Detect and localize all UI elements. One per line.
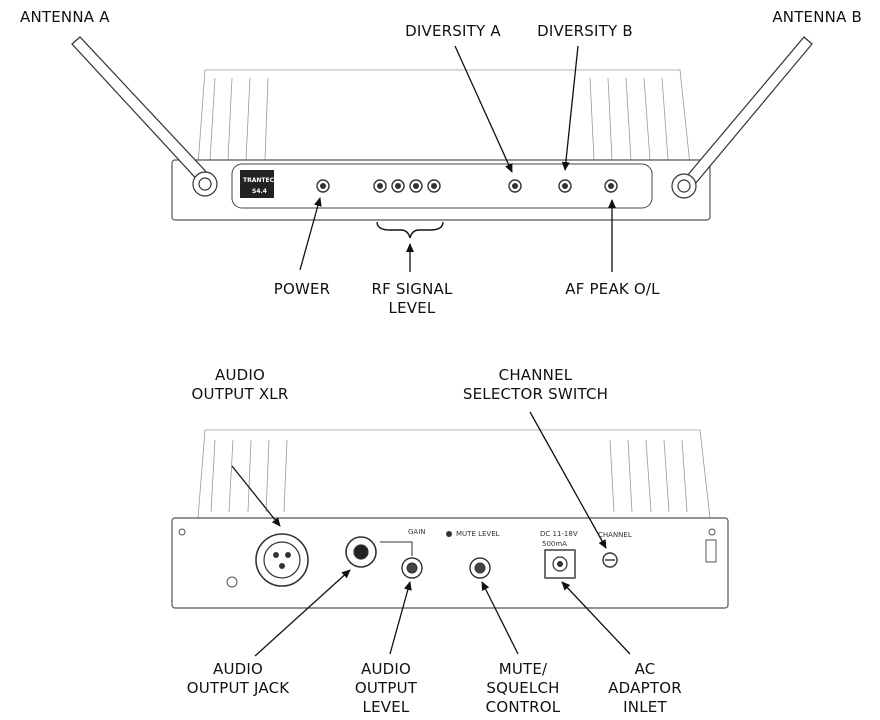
gain-knob xyxy=(401,557,423,579)
rear-screws xyxy=(178,528,716,588)
gain-bracket xyxy=(380,541,413,556)
antenna-b xyxy=(671,36,813,199)
channel-selector xyxy=(602,552,618,568)
rear-leader-lines xyxy=(231,411,631,657)
rf-signal-leds xyxy=(373,179,441,193)
label-af-peak-ol: AF PEAK O/L xyxy=(565,280,660,298)
dc-inlet xyxy=(544,549,576,579)
antenna-a xyxy=(71,36,218,197)
mute-level-knob xyxy=(469,557,491,579)
brand-logo-text: TRANTEC xyxy=(243,177,275,184)
label-rf-signal-level: RF SIGNAL LEVEL xyxy=(371,280,453,317)
dc-rating-text: DC 11-18V xyxy=(540,530,578,538)
af-peak-led xyxy=(604,179,618,193)
diversity-b-led xyxy=(558,179,572,193)
label-audio-output-level: AUDIO OUTPUT LEVEL xyxy=(354,660,418,716)
rear-chassis xyxy=(171,517,729,609)
label-diversity-a: DIVERSITY A xyxy=(405,22,501,40)
label-audio-output-xlr: AUDIO OUTPUT XLR xyxy=(191,366,289,403)
brand-logo xyxy=(240,170,274,198)
front-unit-body xyxy=(197,69,691,166)
xlr-socket xyxy=(255,533,309,587)
jack-socket xyxy=(345,536,377,568)
power-led xyxy=(316,179,330,193)
label-mute-squelch-control: MUTE/ SQUELCH CONTROL xyxy=(485,660,561,716)
gain-text: GAIN xyxy=(408,528,426,536)
channel-text: CHANNEL xyxy=(598,531,632,539)
diversity-a-led xyxy=(508,179,522,193)
rear-side-slot xyxy=(705,539,717,563)
label-power: POWER xyxy=(273,280,331,298)
mute-indicator-dot xyxy=(446,531,452,537)
model-text: S4.4 xyxy=(252,188,267,195)
rf-signal-brace xyxy=(376,221,444,239)
mute-level-text: MUTE LEVEL xyxy=(456,530,500,538)
rear-unit-body xyxy=(197,429,711,519)
label-audio-output-jack: AUDIO OUTPUT JACK xyxy=(186,660,290,697)
label-antenna-b: ANTENNA B xyxy=(772,8,862,26)
label-ac-adaptor-inlet: AC ADAPTOR INLET xyxy=(608,660,682,716)
label-antenna-a: ANTENNA A xyxy=(20,8,110,26)
label-channel-selector-switch: CHANNEL SELECTOR SWITCH xyxy=(462,366,609,403)
front-faceplate xyxy=(231,163,653,209)
front-leader-lines xyxy=(299,45,616,272)
label-diversity-b: DIVERSITY B xyxy=(537,22,633,40)
current-text: 500mA xyxy=(542,540,567,548)
